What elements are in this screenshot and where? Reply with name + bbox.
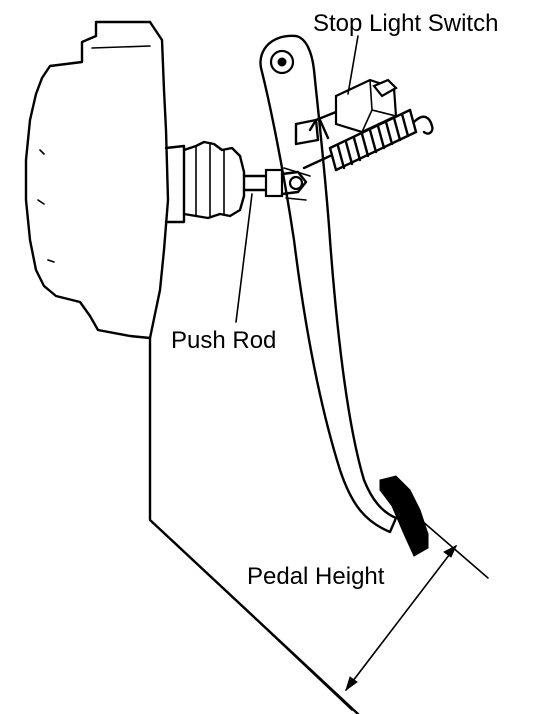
pedal-height-dimension — [345, 513, 489, 692]
return-spring — [302, 108, 434, 172]
stop-light-switch-label: Stop Light Switch — [313, 10, 498, 37]
push-rod — [242, 167, 311, 201]
firewall-floor-outline — [148, 336, 360, 714]
pedal-pad — [379, 475, 429, 557]
push-rod-label: Push Rod — [171, 327, 276, 354]
stop-light-switch — [294, 78, 398, 146]
brake-booster — [24, 20, 170, 340]
stop-light-switch-leader — [347, 35, 359, 95]
pedal-height-label: Pedal Height — [247, 563, 385, 590]
brake-pedal-arm — [259, 34, 398, 534]
push-rod-leader — [235, 193, 253, 323]
booster-boot — [164, 140, 246, 224]
